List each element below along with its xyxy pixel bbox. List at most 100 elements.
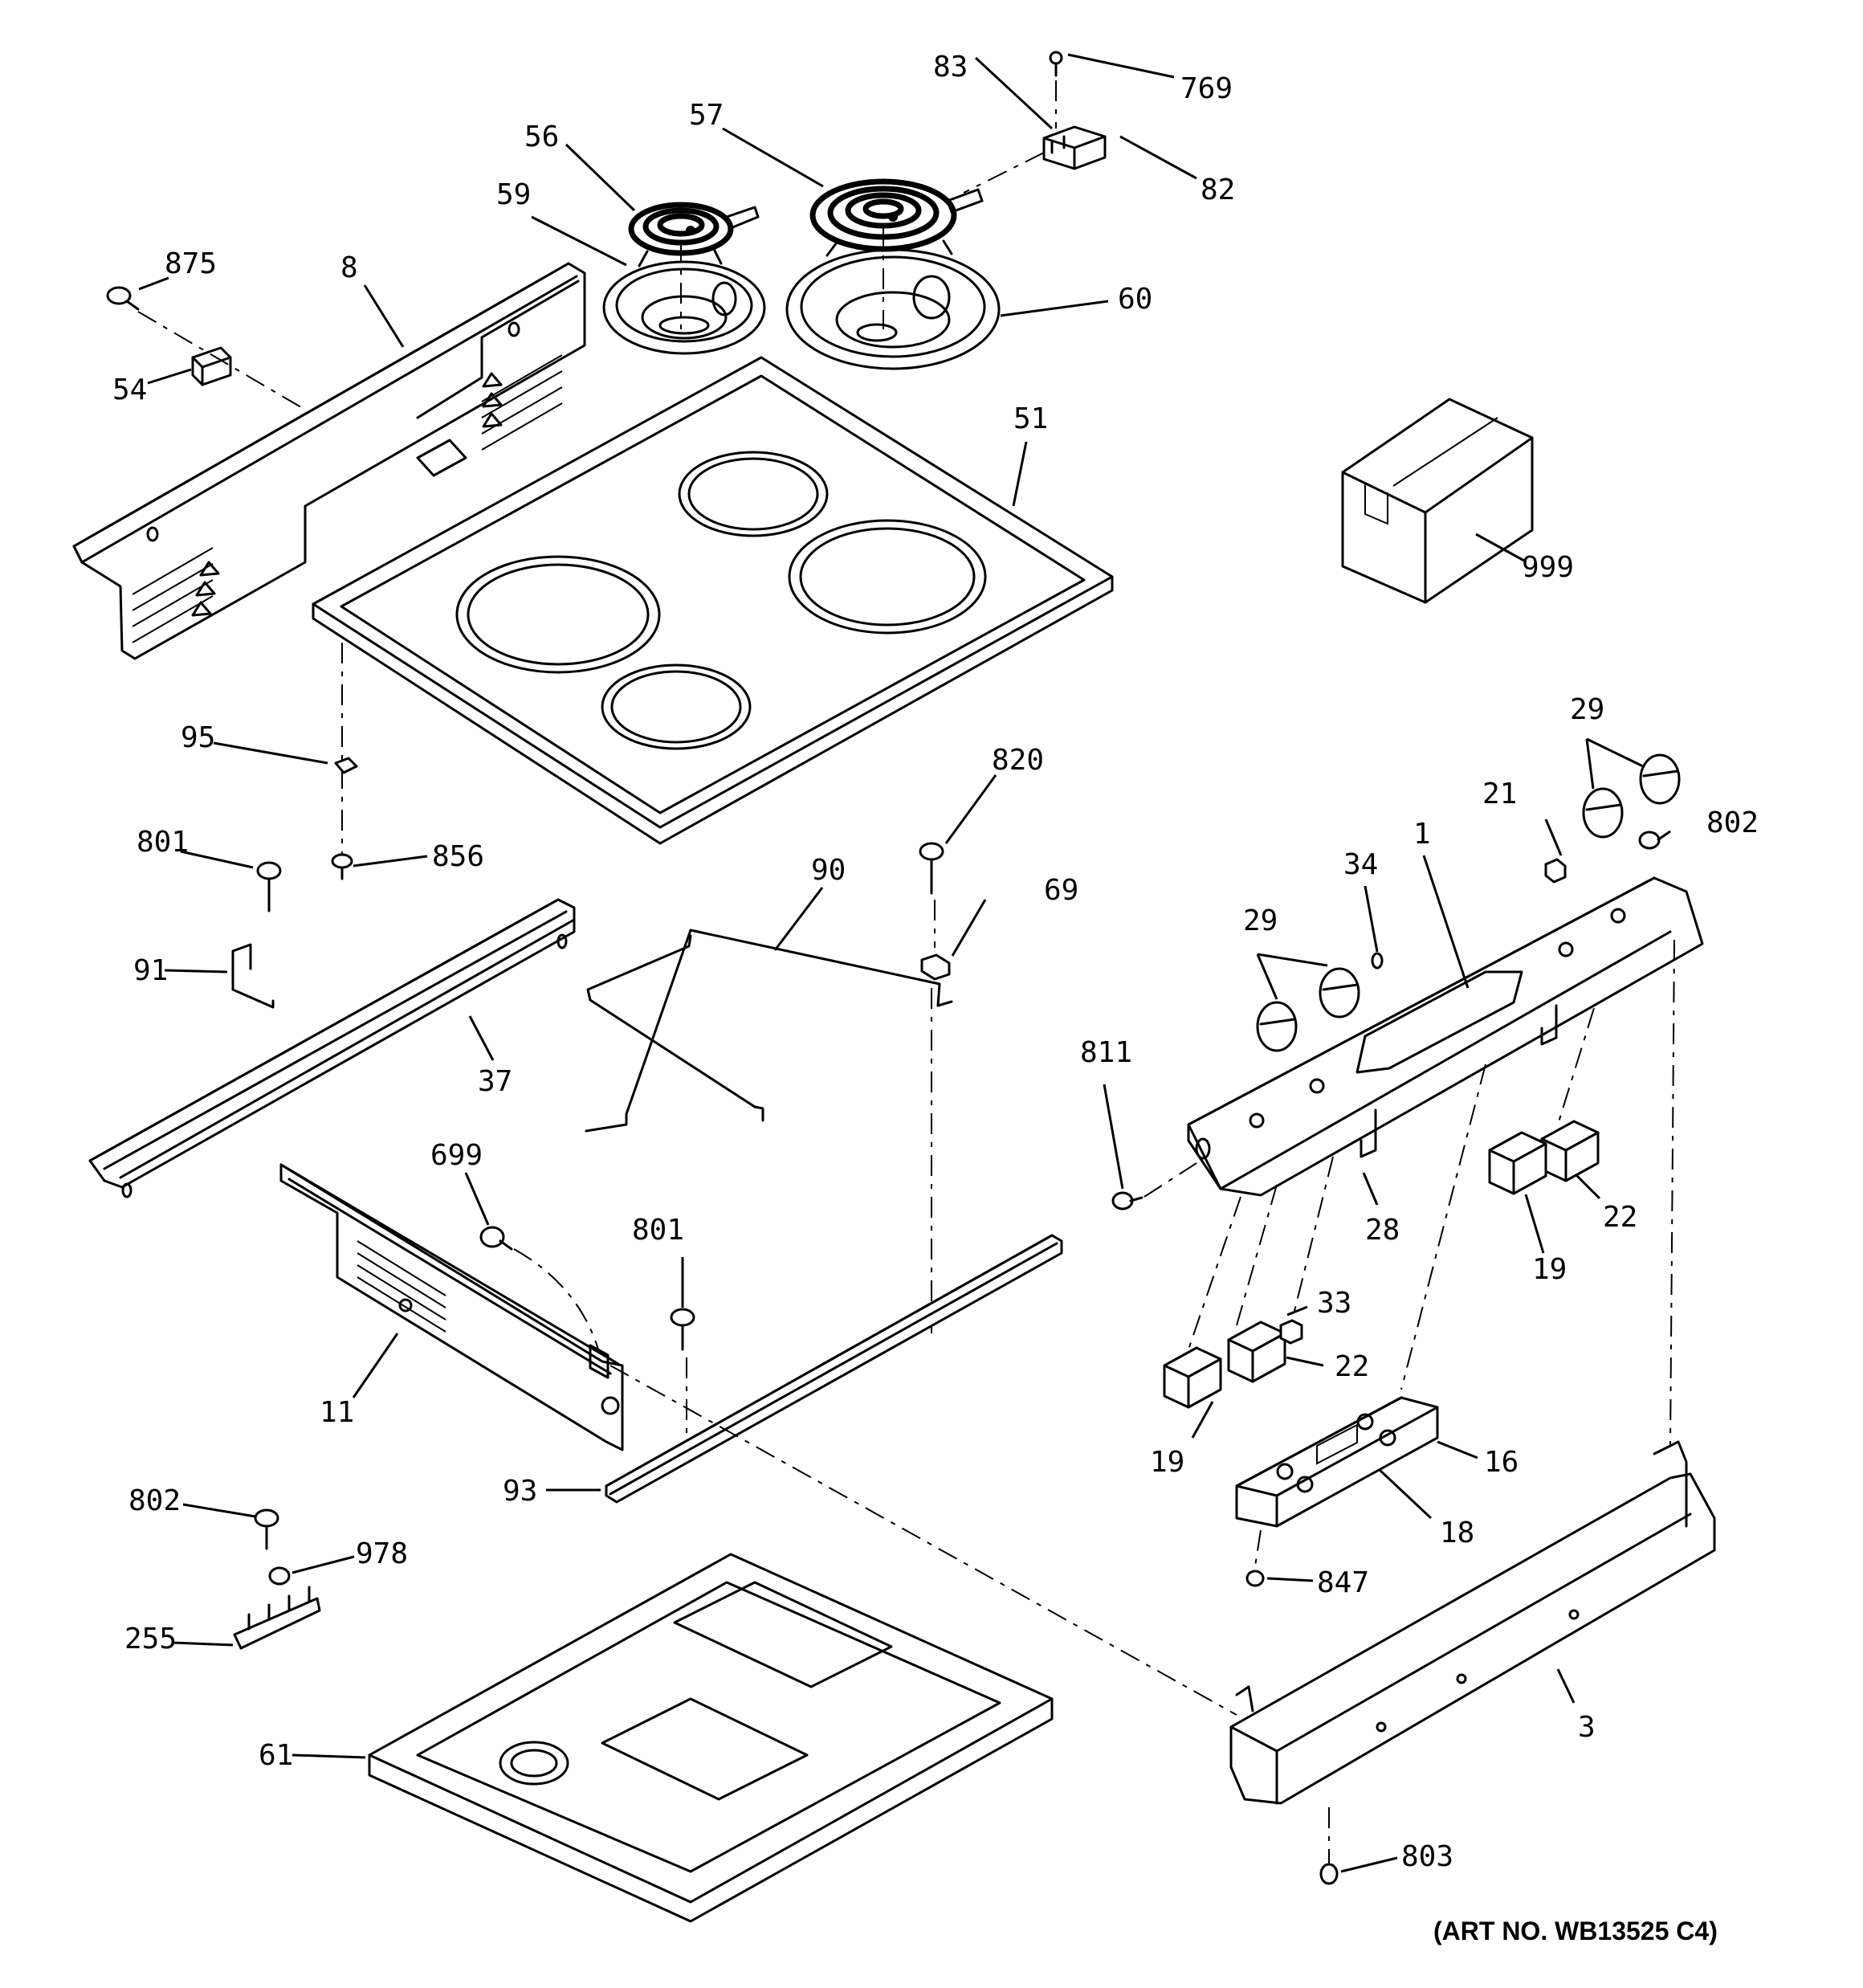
knob-set-upper — [1582, 753, 1681, 839]
label-255: 255 — [124, 1623, 177, 1655]
carton-999 — [1341, 398, 1534, 604]
switch-19-left — [1163, 1346, 1222, 1409]
switch-22-left — [1227, 1321, 1286, 1383]
indicator-21 — [1544, 858, 1567, 884]
label-820: 820 — [992, 744, 1044, 777]
bracket-28 — [1360, 1004, 1558, 1158]
clip-alignment — [931, 900, 936, 1333]
surface-unit-small — [628, 202, 760, 267]
frame-alignment — [609, 1365, 1237, 1716]
label-801-lower: 801 — [632, 1214, 684, 1247]
screw-856 — [331, 853, 353, 880]
screw-769 — [1049, 51, 1063, 77]
surface-unit-large — [809, 178, 984, 257]
board-alignment — [1254, 1529, 1262, 1567]
label-56: 56 — [524, 120, 559, 153]
bracket-alignment — [137, 311, 306, 410]
panel-alignment — [513, 1248, 599, 1350]
drip-pan-small — [602, 260, 766, 355]
screw-801-upper — [256, 861, 282, 912]
label-57: 57 — [689, 99, 724, 132]
screw-801-lower — [670, 1308, 695, 1351]
label-29-upper: 29 — [1570, 693, 1604, 726]
screw-875 — [106, 286, 140, 311]
label-3: 3 — [1578, 1711, 1596, 1744]
label-875: 875 — [165, 247, 217, 280]
screw-802-lower — [254, 1508, 279, 1550]
maintop — [312, 356, 1114, 845]
screw-699 — [479, 1226, 513, 1251]
label-34: 34 — [1343, 848, 1378, 881]
rear-control-panel-frame — [72, 262, 586, 660]
label-978: 978 — [356, 1537, 408, 1570]
label-61: 61 — [259, 1739, 293, 1772]
bracket-54 — [191, 346, 232, 386]
label-69: 69 — [1044, 874, 1078, 907]
receptacle-alignment — [963, 80, 1057, 194]
label-90: 90 — [811, 854, 846, 887]
label-847: 847 — [1317, 1566, 1369, 1599]
label-28: 28 — [1365, 1214, 1400, 1247]
control-board-16 — [1235, 1396, 1439, 1528]
label-37: 37 — [478, 1065, 512, 1098]
switch-22-right — [1540, 1120, 1600, 1182]
label-8: 8 — [340, 251, 358, 284]
panel-11 — [279, 1163, 624, 1451]
label-811: 811 — [1080, 1036, 1132, 1069]
wire-harness-90 — [585, 929, 953, 1133]
callout-labels: 769 83 82 57 56 59 60 875 8 54 51 999 95… — [112, 51, 1759, 1873]
switch-33 — [1279, 1319, 1303, 1345]
label-29-lower: 29 — [1243, 904, 1278, 937]
label-82: 82 — [1201, 173, 1235, 206]
screw-811 — [1111, 1191, 1143, 1210]
clip-69 — [920, 953, 951, 981]
label-21: 21 — [1482, 778, 1517, 810]
label-11: 11 — [320, 1396, 354, 1429]
art-number: (ART NO. WB13525 C4) — [1433, 1917, 1718, 1945]
label-802-lower: 802 — [128, 1484, 181, 1517]
label-856: 856 — [432, 840, 484, 873]
control-panel-1 — [1187, 876, 1704, 1197]
indicator-34 — [1371, 952, 1384, 970]
label-19-right: 19 — [1532, 1253, 1567, 1286]
rail-93 — [605, 1234, 1063, 1504]
oven-bottom-61 — [368, 1553, 1054, 1923]
frame-3 — [1229, 1440, 1716, 1805]
screw-820 — [919, 842, 944, 895]
label-93: 93 — [503, 1475, 537, 1508]
switch-alignment — [1188, 939, 1675, 1447]
label-22-right: 22 — [1603, 1201, 1637, 1234]
washer-978 — [268, 1566, 291, 1586]
label-22-left: 22 — [1335, 1350, 1369, 1383]
label-18: 18 — [1440, 1517, 1474, 1549]
label-802-upper: 802 — [1706, 806, 1759, 839]
receptacle-block — [1042, 125, 1107, 170]
label-19-left: 19 — [1150, 1446, 1184, 1479]
label-83: 83 — [933, 51, 968, 84]
label-803: 803 — [1401, 1840, 1453, 1873]
screw-802-upper — [1638, 831, 1661, 850]
label-59: 59 — [496, 178, 531, 211]
screw-847 — [1245, 1570, 1265, 1587]
label-999: 999 — [1522, 551, 1574, 584]
screw-803 — [1319, 1863, 1339, 1885]
knob-set-lower — [1256, 967, 1360, 1052]
terminal-block-255 — [233, 1586, 321, 1650]
clip-95 — [334, 757, 358, 774]
bracket-91 — [231, 943, 275, 1009]
label-95: 95 — [181, 721, 215, 754]
label-1: 1 — [1413, 818, 1431, 851]
label-60: 60 — [1118, 283, 1152, 316]
label-16: 16 — [1484, 1446, 1519, 1479]
panel-screw-alignment — [1143, 1162, 1197, 1198]
label-54: 54 — [112, 374, 147, 406]
unit-alignment-lines — [680, 227, 884, 329]
rail-37 — [88, 898, 576, 1198]
label-801-upper: 801 — [137, 826, 189, 859]
label-51: 51 — [1013, 402, 1048, 435]
label-91: 91 — [133, 954, 168, 987]
label-699: 699 — [430, 1139, 483, 1172]
drip-pan-large — [785, 248, 1001, 370]
